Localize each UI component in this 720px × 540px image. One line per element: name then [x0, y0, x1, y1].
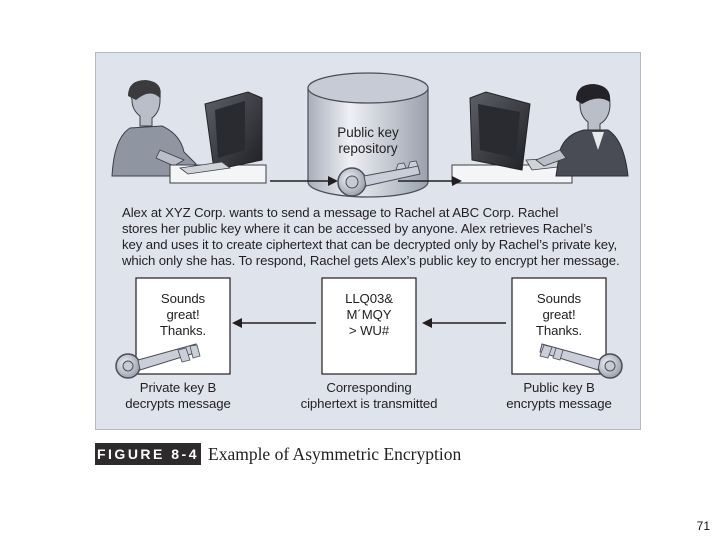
repository-label-line2: repository: [338, 141, 398, 156]
arrow-icon: [232, 318, 506, 328]
key-icon: [115, 343, 201, 379]
computer-left-icon: [169, 91, 267, 184]
public-key-label-line-2: encrypts message: [506, 396, 612, 411]
description-line-3: key and uses it to create ciphertext tha…: [122, 237, 618, 252]
right-box-line-2: great!: [542, 307, 576, 322]
key-icon: [337, 160, 421, 197]
description-line-4: which only she has. To respond, Rachel g…: [122, 253, 620, 268]
left-box-line-2: great!: [166, 307, 200, 322]
left-box-line-3: Thanks.: [159, 323, 207, 338]
person-left-icon: [111, 80, 197, 177]
left-box-line-1: Sounds: [160, 291, 206, 306]
key-icon: [539, 343, 623, 379]
ciphertext-box: [321, 277, 417, 375]
ciphertext-line-1: LLQ03&: [345, 291, 393, 306]
figure-tag: FIGURE 8-4: [95, 443, 201, 465]
private-key-label-line-1: Private key B: [139, 380, 217, 395]
description-line-1: Alex at XYZ Corp. wants to send a messag…: [122, 205, 559, 220]
repository-label-line1: Public key: [337, 125, 399, 140]
right-box-line-1: Sounds: [536, 291, 582, 306]
figure-title: Example of Asymmetric Encryption: [208, 444, 462, 464]
transmit-label-line-2: ciphertext is transmitted: [300, 396, 438, 411]
computer-right-icon: [451, 91, 573, 184]
ciphertext-line-3: > WU#: [348, 323, 390, 338]
page-number: 71: [696, 519, 710, 533]
description-line-2: stores her public key where it can be ac…: [122, 221, 593, 236]
transmit-label-line-1: Corresponding: [326, 380, 412, 395]
public-key-label-line-1: Public key B: [523, 380, 595, 395]
ciphertext-line-2: M´MQY: [346, 307, 392, 322]
private-key-label-line-2: decrypts message: [125, 396, 231, 411]
arrow-icon: [270, 176, 462, 186]
right-box-line-3: Thanks.: [535, 323, 583, 338]
person-right-icon: [535, 84, 629, 177]
